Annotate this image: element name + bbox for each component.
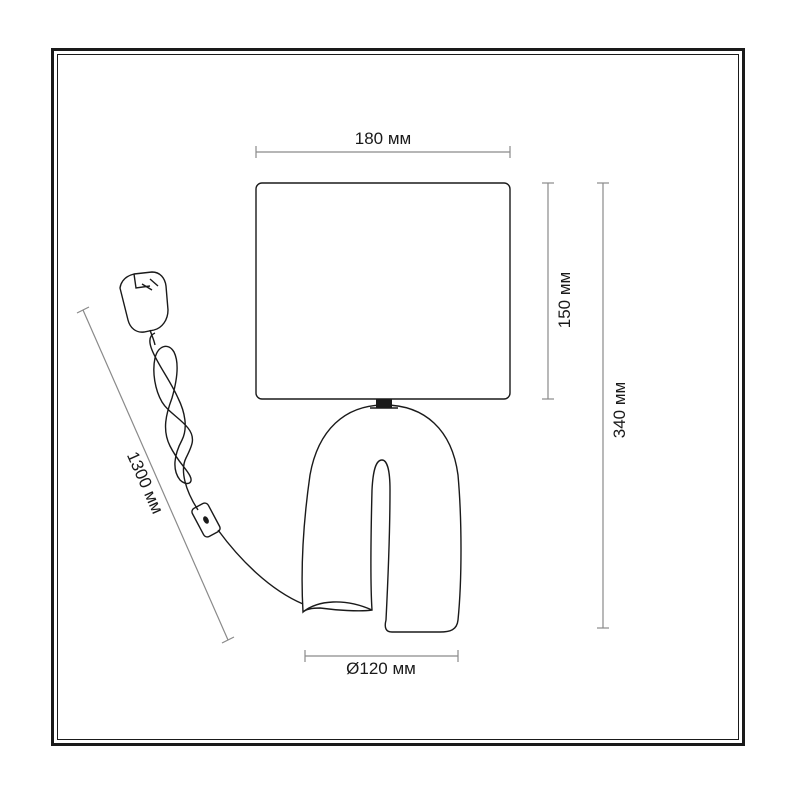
inline-switch-icon xyxy=(191,502,221,538)
total-height-dimension: 340 мм xyxy=(597,182,629,629)
plug-adapter-icon xyxy=(119,271,169,346)
shade-height-label: 150 мм xyxy=(555,272,574,328)
base-diameter-dimension: Ø120 мм xyxy=(304,650,459,678)
arch-base xyxy=(301,404,462,633)
outer-frame xyxy=(51,48,745,746)
base-diameter-label: Ø120 мм xyxy=(346,659,416,678)
shade-height-dimension: 150 мм xyxy=(542,182,574,400)
shade-width-label: 180 мм xyxy=(355,129,411,148)
shade-width-dimension: 180 мм xyxy=(255,129,511,158)
base-front-fold xyxy=(302,601,373,613)
total-height-label: 340 мм xyxy=(610,382,629,438)
inner-frame xyxy=(57,54,739,740)
cord-length-label: 1300 мм xyxy=(123,449,167,517)
power-cord-loops xyxy=(149,332,199,511)
power-cord xyxy=(217,529,304,605)
lamp-neck xyxy=(370,399,398,409)
lamp-shade xyxy=(255,182,511,400)
